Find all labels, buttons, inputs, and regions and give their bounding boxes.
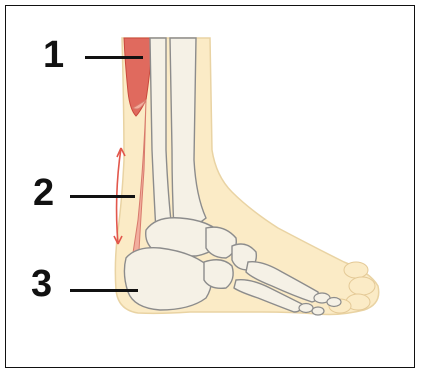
label-3: 3: [31, 265, 52, 303]
cuboid: [204, 260, 233, 289]
label-2: 2: [33, 174, 54, 212]
label-1: 1: [43, 36, 64, 74]
leader-line-1: [85, 56, 143, 59]
leader-line-3: [70, 289, 138, 292]
leader-line-2: [70, 195, 135, 198]
